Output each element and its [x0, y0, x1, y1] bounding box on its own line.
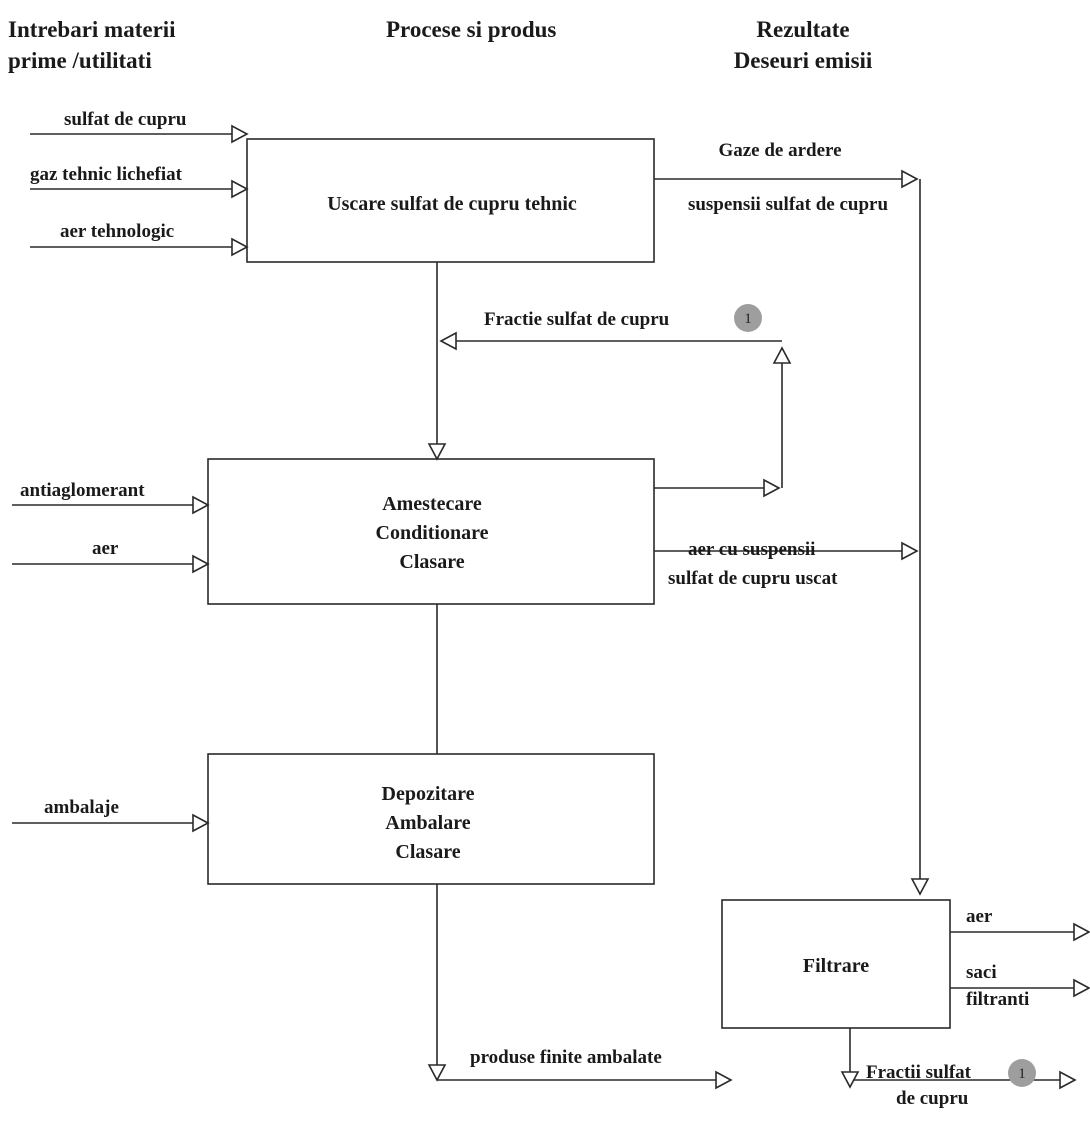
recycle-label: Fractie sulfat de cupru: [484, 309, 670, 330]
box-filter: [721, 899, 951, 1029]
box-drying: [246, 138, 655, 263]
arrow-recycle-left: [439, 331, 457, 351]
box-storage-label-1: Depozitare: [382, 783, 475, 805]
arrow-gaz-in: [231, 179, 249, 199]
header-inputs-line1: Intrebari materii: [8, 17, 176, 42]
output-label-drying-suspension: suspensii sulfat de cupru: [688, 194, 889, 215]
arrow-into-filter: [910, 878, 930, 896]
box-drying-label: Uscare sulfat de cupru tehnic: [327, 193, 577, 215]
box-storage-label-3: Clasare: [395, 841, 460, 863]
arrow-recycle-up: [772, 346, 792, 364]
arrow-aer-in: [192, 554, 210, 574]
box-mixing-label-1: Amestecare: [382, 493, 482, 515]
input-label-aer: aer: [92, 538, 119, 559]
arrow-filter-bottom: [840, 1071, 860, 1089]
badge-recycle-number: 1: [744, 311, 752, 327]
arrow-filter-air: [1073, 922, 1090, 942]
header-inputs-line2: prime /utilitati: [8, 48, 152, 73]
badge-recycle: 1: [734, 304, 762, 332]
arrow-flue-gas: [901, 169, 919, 189]
arrow-product-out: [715, 1070, 733, 1090]
input-label-sulfat: sulfat de cupru: [64, 109, 187, 130]
arrow-sulfat-in: [231, 124, 249, 144]
arrow-filter-bags: [1073, 978, 1090, 998]
box-filter-label: Filtrare: [803, 955, 869, 977]
box-mixing: [207, 458, 655, 605]
arrow-into-mixing: [427, 443, 447, 461]
arrow-antiaglomerant-in: [192, 495, 210, 515]
box-mixing-label-2: Conditionare: [376, 522, 489, 544]
output-label-final-product: produse finite ambalate: [470, 1047, 662, 1068]
box-mixing-label-3: Clasare: [399, 551, 464, 573]
arrow-ambalaje-in: [192, 813, 210, 833]
input-label-gaz: gaz tehnic lichefiat: [30, 164, 183, 185]
output-label-filter-fractions-2: de cupru: [896, 1088, 969, 1109]
badge-filter-fractions-number: 1: [1018, 1066, 1026, 1082]
output-label-flue-gas: Gaze de ardere: [718, 140, 841, 161]
input-label-aer-tehnologic: aer tehnologic: [60, 221, 174, 242]
box-storage-label-2: Ambalare: [385, 812, 470, 834]
output-label-filter-bags-1: saci: [966, 962, 997, 983]
badge-filter-fractions: 1: [1008, 1059, 1036, 1087]
output-label-filter-bags-2: filtranti: [966, 989, 1029, 1010]
arrow-mixing-air: [901, 541, 919, 561]
arrow-aer-tehnologic-in: [231, 237, 249, 257]
header-results-line1: Rezultate: [756, 17, 849, 42]
output-label-mixing-air-1: aer cu suspensii: [688, 539, 815, 560]
output-label-filter-fractions-1: Fractii sulfat: [866, 1062, 972, 1083]
output-label-mixing-air-2: sulfat de cupru uscat: [668, 568, 838, 589]
input-label-ambalaje: ambalaje: [44, 797, 119, 818]
arrow-recycle-right: [763, 478, 781, 498]
header-results-line2: Deseuri emisii: [734, 48, 873, 73]
header-process: Procese si produs: [386, 17, 556, 42]
arrow-filter-fractions: [1059, 1070, 1077, 1090]
output-label-filter-air: aer: [966, 906, 993, 927]
arrow-product-down: [427, 1064, 447, 1082]
box-storage: [207, 753, 655, 885]
input-label-antiaglomerant: antiaglomerant: [20, 480, 145, 501]
